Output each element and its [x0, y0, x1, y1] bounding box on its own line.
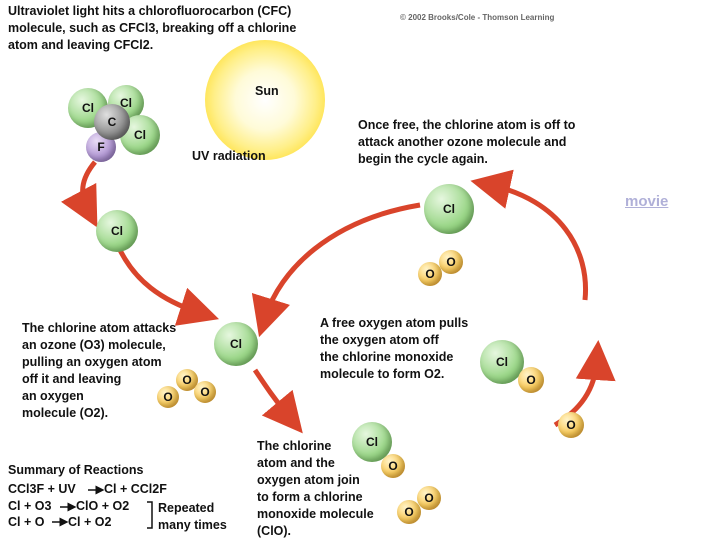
- pull-o-atom-1: O: [518, 367, 544, 393]
- summary-reaction-2-left: Cl + O3: [8, 499, 52, 513]
- summary-reaction-2-right: ClO + O2: [76, 499, 130, 513]
- join-caption: The chlorine atom and the oxygen atom jo…: [257, 439, 374, 538]
- arrow-attack-to-join: [252, 368, 303, 434]
- pull-o-atom-2: O: [558, 412, 584, 438]
- join-o-atom-2: O: [397, 500, 421, 524]
- summary-repeated-label: Repeated many times: [158, 501, 227, 532]
- attack-o-atom-1: O: [176, 369, 198, 391]
- free-again-caption: Once free, the chlorine atom is off to a…: [358, 118, 576, 166]
- arrow-free-to-attack: [251, 202, 421, 338]
- copyright-text: © 2002 Brooks/Cole - Thomson Learning: [400, 13, 555, 22]
- free-cl-atom: Cl: [96, 210, 138, 252]
- pull-cl-atom: Cl: [480, 340, 524, 384]
- ozone-o-atom-1: O: [418, 262, 442, 286]
- sun: [205, 40, 325, 160]
- arrow-cfc-to-cl: [60, 160, 98, 228]
- arrow-cl-to-ozone: [117, 248, 220, 326]
- arrow-pull-to-free: [470, 169, 589, 301]
- ozone-o-atom-2: O: [439, 250, 463, 274]
- summary-reaction-3-left: Cl + O: [8, 515, 45, 529]
- summary-reaction-3-right: Cl + O2: [68, 515, 112, 529]
- cfc-c-atom: C: [94, 104, 130, 140]
- join-o-atom-1: O: [381, 454, 405, 478]
- attack-o-atom-2: O: [157, 386, 179, 408]
- sun-label: Sun: [255, 84, 279, 98]
- summary-reaction-1-right: Cl + CCl2F: [104, 482, 167, 496]
- uv-radiation-label: UV radiation: [192, 149, 266, 163]
- attack-o-atom-3: O: [194, 381, 216, 403]
- returning-cl-atom: Cl: [424, 184, 474, 234]
- movie-link[interactable]: movie: [625, 193, 669, 210]
- summary-reaction-1-left: CCl3F + UV: [8, 482, 76, 496]
- pull-caption: A free oxygen atom pulls the oxygen atom…: [320, 316, 469, 381]
- join-o-atom-3: O: [417, 486, 441, 510]
- attack-caption: The chlorine atom attacks an ozone (O3) …: [22, 321, 177, 420]
- attack-cl-atom: Cl: [214, 322, 258, 366]
- summary-title: Summary of Reactions: [8, 463, 144, 477]
- summary-bracket: [147, 501, 153, 529]
- intro-text: Ultraviolet light hits a chlorofluorocar…: [8, 4, 297, 52]
